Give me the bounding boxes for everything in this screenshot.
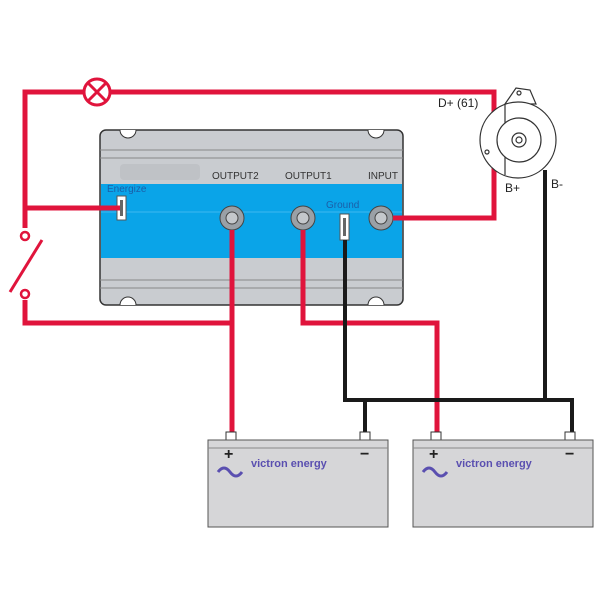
isolator-device — [99, 129, 404, 306]
negative-wires — [343, 170, 574, 435]
battery-1 — [207, 431, 389, 528]
lamp-icon — [82, 77, 112, 107]
output1-label: OUTPUT1 — [285, 171, 332, 182]
d-plus-label: D+ (61) — [438, 96, 479, 110]
battery-2 — [412, 431, 594, 528]
battery-1-plus: + — [224, 446, 234, 463]
battery-1-brand: victron energy — [251, 458, 327, 470]
output2-label: OUTPUT2 — [212, 171, 259, 182]
victron-logo-icon — [216, 466, 244, 478]
victron-logo-icon — [421, 466, 449, 478]
b-minus-label: B- — [551, 177, 563, 191]
input-label: INPUT — [368, 171, 398, 182]
battery-2-minus: − — [565, 446, 575, 463]
alternator-icon — [479, 87, 557, 179]
switch-icon — [8, 228, 44, 300]
battery-2-plus: + — [429, 446, 439, 463]
ground-label: Ground — [326, 200, 360, 211]
energize-label: Energize — [107, 184, 147, 195]
b-plus-label: B+ — [505, 181, 521, 195]
battery-2-brand: victron energy — [456, 458, 532, 470]
battery-1-minus: − — [360, 446, 370, 463]
